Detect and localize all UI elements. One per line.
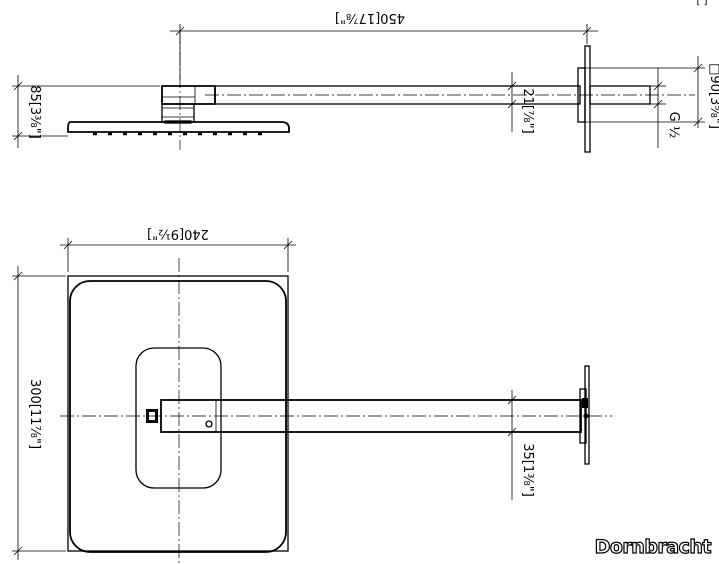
dim-arm-length: 450[17⅞"] [335, 10, 405, 25]
dim-plate-size: □90[3⅝"] [707, 63, 719, 129]
top-head-inner [69, 280, 287, 553]
side-view: 450[17⅞"] 85[3⅜"] 21[⅞"] G ½ □90[3⅝"] [ … [12, 0, 719, 153]
dim-head-length: 300[11⅞"] [27, 379, 42, 449]
top-plate-block [582, 398, 588, 408]
dim-thread: G ½ [666, 112, 681, 139]
dim-arm-height: 21[⅞"] [520, 88, 535, 133]
dim-arm-width: 35[1⅜"] [520, 443, 535, 497]
side-wall-plate [584, 45, 591, 153]
top-view: 240[9½"] 300[11⅞"] 35[1⅜"] [12, 226, 612, 564]
top-insert [135, 347, 222, 489]
side-neck [161, 103, 195, 123]
top-screw [205, 420, 213, 428]
corner-fragment: [ ] [697, 0, 708, 7]
side-shower-head [67, 121, 290, 133]
dim-head-thickness: 85[3⅜"] [27, 85, 42, 139]
brand-logo: Dornbracht [594, 535, 712, 558]
dim-head-width: 240[9½"] [147, 226, 209, 241]
top-head-outline [67, 275, 289, 552]
